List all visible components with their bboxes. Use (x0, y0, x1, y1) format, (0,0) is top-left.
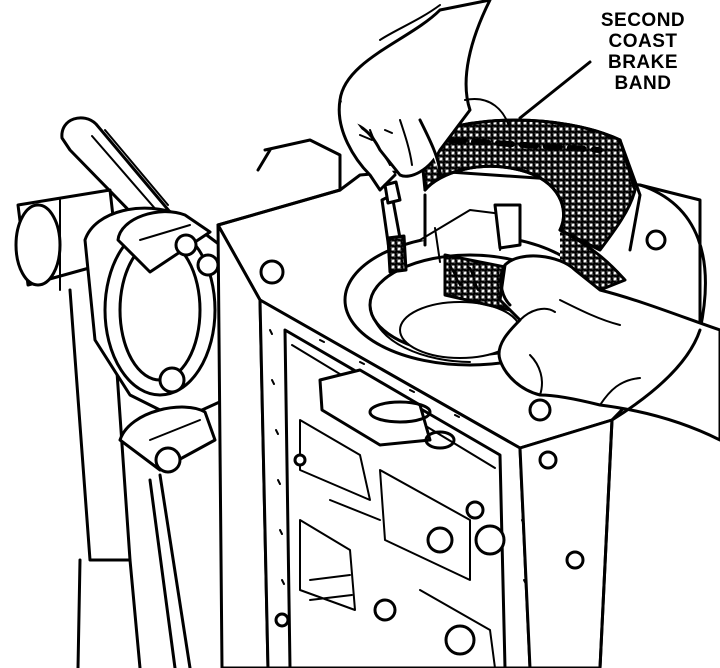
hand-icon (337, 0, 511, 192)
callout-line-3: BRAKE (607, 52, 679, 73)
mounting-fixture (14, 116, 237, 668)
leader-line (518, 60, 592, 120)
callout-line-1: SECOND (600, 10, 686, 31)
hand-icon (497, 254, 720, 442)
tool-icon (380, 180, 408, 274)
part-callout-label: SECOND COAST BRAKE BAND (588, 10, 698, 94)
brake-band-icon (418, 118, 642, 312)
callout-line-2: COAST (608, 31, 678, 52)
callout-line-4: BAND (614, 73, 672, 94)
